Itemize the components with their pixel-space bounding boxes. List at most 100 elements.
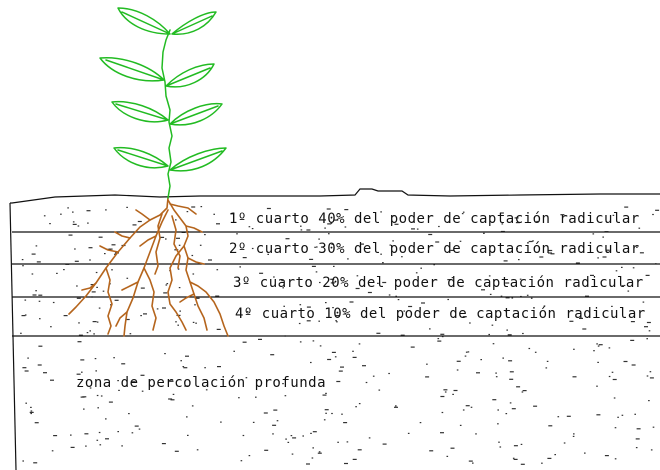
soil-speck xyxy=(178,244,181,246)
soil-speck xyxy=(315,271,318,273)
soil-speck xyxy=(644,326,648,328)
soil-speck xyxy=(597,361,599,363)
soil-speck xyxy=(514,217,519,219)
soil-speck xyxy=(358,343,361,345)
soil-speck xyxy=(90,284,95,286)
soil-speck xyxy=(462,316,467,318)
soil-speck xyxy=(495,376,498,378)
soil-speck xyxy=(248,226,251,228)
soil-speck xyxy=(96,394,99,397)
plant-roots xyxy=(68,197,229,337)
soil-speck xyxy=(89,330,91,332)
soil-speck xyxy=(356,275,359,277)
soil-speck xyxy=(233,350,235,352)
soil-speck xyxy=(389,244,392,246)
soil-speck xyxy=(622,285,624,287)
plant xyxy=(99,7,227,199)
soil-speck xyxy=(596,385,598,387)
soil-speck xyxy=(596,343,598,345)
soil-speck xyxy=(128,413,130,415)
soil-speck xyxy=(22,265,24,267)
soil-speck xyxy=(21,259,24,261)
soil-speck xyxy=(273,409,278,411)
soil-speck xyxy=(77,341,82,343)
soil-speck xyxy=(467,351,470,353)
soil-speck xyxy=(505,297,510,299)
soil-speck xyxy=(575,262,580,264)
soil-speck xyxy=(362,365,366,367)
soil-speck xyxy=(248,455,251,457)
soil-speck xyxy=(334,219,339,221)
soil-speck xyxy=(299,341,302,343)
soil-speck xyxy=(621,414,624,416)
soil-speck xyxy=(282,383,284,385)
soil-speck xyxy=(330,222,333,224)
soil-speck xyxy=(500,295,503,297)
soil-speck xyxy=(63,315,68,317)
soil-speck xyxy=(470,406,473,408)
soil-speck xyxy=(444,391,447,393)
soil-speck xyxy=(546,360,549,362)
soil-speck xyxy=(89,387,92,389)
soil-speck xyxy=(129,333,132,335)
soil-speck xyxy=(452,393,454,395)
soil-speck xyxy=(357,449,362,451)
soil-speck xyxy=(324,227,326,229)
soil-speck xyxy=(420,267,422,269)
soil-speck xyxy=(344,313,346,315)
soil-speck xyxy=(34,422,39,424)
soil-speck xyxy=(621,266,623,268)
soil-speck xyxy=(169,380,174,382)
soil-speck xyxy=(318,238,320,240)
soil-speck xyxy=(80,359,85,361)
soil-speck xyxy=(505,311,507,313)
soil-speck xyxy=(100,395,103,397)
soil-speck xyxy=(497,423,499,425)
soil-speck xyxy=(410,346,415,348)
soil-speck xyxy=(598,344,603,346)
soil-speck xyxy=(132,224,137,226)
soil-speck xyxy=(388,372,390,375)
soil-speck xyxy=(443,389,448,391)
soil-speck xyxy=(322,394,327,396)
soil-speck xyxy=(174,450,179,452)
soil-speck xyxy=(99,444,102,446)
soil-speck xyxy=(597,345,600,347)
soil-speck xyxy=(299,304,302,306)
soil-speck xyxy=(569,320,574,322)
soil-speck xyxy=(513,458,518,460)
soil-speck xyxy=(50,326,52,328)
soil-speck xyxy=(140,374,145,376)
soil-speck xyxy=(392,240,394,242)
soil-speck xyxy=(468,460,473,462)
soil-speck xyxy=(335,315,340,317)
layer-label-2: 2º cuarto 30% del poder de captación rad… xyxy=(229,241,640,257)
soil-speck xyxy=(78,322,80,324)
soil-speck xyxy=(134,425,139,427)
soil-speck xyxy=(252,421,255,423)
soil-speck xyxy=(56,272,58,274)
soil-speck xyxy=(355,287,360,290)
soil-speck xyxy=(627,290,630,292)
soil-speck xyxy=(607,251,609,253)
soil-speck xyxy=(300,229,303,231)
soil-speck xyxy=(74,248,76,250)
soil-speck xyxy=(472,462,474,464)
soil-speck xyxy=(70,434,72,436)
soil-speck xyxy=(204,367,206,369)
soil-speck xyxy=(88,247,93,249)
soil-speck xyxy=(325,302,327,304)
soil-speck xyxy=(614,427,617,429)
soil-speck xyxy=(352,458,357,460)
soil-speck xyxy=(300,225,302,227)
soil-speck xyxy=(584,452,586,454)
soil-speck xyxy=(648,400,650,402)
soil-speck xyxy=(31,253,36,255)
soil-speck xyxy=(493,250,495,253)
soil-speck xyxy=(415,272,418,274)
soil-speck xyxy=(532,240,534,242)
soil-speck xyxy=(489,293,492,295)
soil-speck xyxy=(236,233,238,235)
soil-speck xyxy=(563,442,566,444)
soil-speck xyxy=(582,328,587,330)
